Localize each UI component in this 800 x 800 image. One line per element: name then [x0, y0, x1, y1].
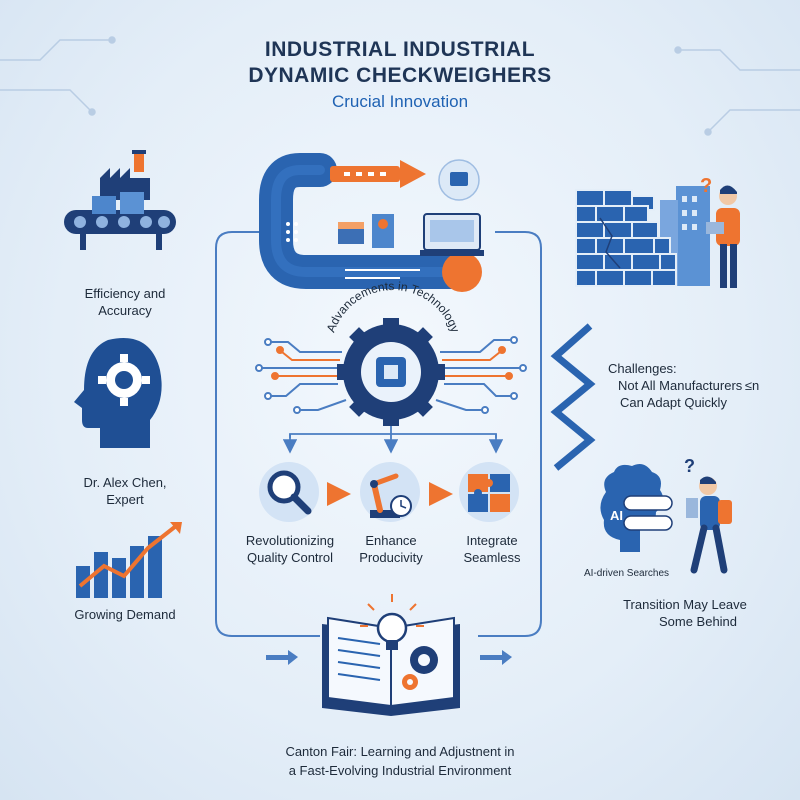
- efficiency-label-line2: Accuracy: [98, 303, 152, 318]
- challenges-line2: Not All Manufacturers ≤n: [618, 378, 760, 393]
- magnifier-icon: [259, 462, 319, 522]
- gear-circuit-icon: [255, 318, 527, 426]
- step-label-integrate-line1: Integrate: [466, 533, 518, 548]
- gear-arc-label: Advancements in Technology: [324, 279, 463, 334]
- expert-label-line1: Dr. Alex Chen,: [83, 475, 167, 490]
- step-label-productivity-line1: Enhance: [365, 533, 417, 548]
- growth-chart-icon: [76, 522, 182, 598]
- branch-arrows: [282, 426, 504, 454]
- step-label-productivity: Enhance Producivity: [336, 532, 446, 566]
- ai-caption: AI-driven Searches: [584, 568, 670, 579]
- walking-person-icon: ?: [684, 456, 732, 574]
- step-label-quality-line1: Revolutionizing: [245, 533, 335, 548]
- bottom-caption-line1: Canton Fair: Learning and Adjustnent in: [285, 744, 515, 759]
- step-label-integrate-line2: Seamless: [463, 550, 521, 565]
- challenges-line1: Challenges:: [608, 361, 677, 376]
- circuit-decoration: [0, 36, 800, 136]
- machine-flow-icon: [259, 153, 484, 292]
- step-label-productivity-line2: Producivity: [359, 550, 423, 565]
- svg-text:?: ?: [700, 175, 712, 197]
- expert-label-line2: Expert: [106, 492, 144, 507]
- ai-brain-icon: AI: [600, 464, 698, 552]
- step-label-quality: Revolutionizing Quality Control: [232, 532, 348, 566]
- head-gear-icon: [74, 338, 162, 448]
- svg-text:?: ?: [684, 456, 695, 476]
- brick-wall-icon: [575, 186, 710, 287]
- expert-label: Dr. Alex Chen, Expert: [50, 474, 200, 508]
- challenges-label: Challenges: Not All Manufacturers ≤n Can…: [608, 360, 759, 411]
- subtitle: Crucial Innovation: [331, 92, 469, 111]
- title-line-1: INDUSTRIAL INDUSTRIAL: [264, 38, 536, 61]
- zigzag-icon: [550, 323, 596, 471]
- ai-badge: AI: [610, 508, 623, 523]
- title-line-2: DYNAMIC CHECKWEIGHERS: [248, 64, 552, 87]
- person-question-icon: ?: [700, 175, 740, 288]
- robot-arm-icon: [360, 462, 420, 522]
- transition-line1: Transition May Leave: [623, 597, 747, 612]
- conveyor-icon: [64, 150, 176, 250]
- svg-text:Advancements in Technology: Advancements in Technology: [324, 279, 463, 334]
- bottom-caption: Canton Fair: Learning and Adjustnent in …: [150, 742, 650, 780]
- transition-line2: Some Behind: [658, 614, 738, 629]
- transition-label: Transition May Leave Some Behind: [600, 596, 770, 630]
- challenges-line3: Can Adapt Quickly: [620, 395, 727, 410]
- bottom-caption-line2: a Fast-Evolving Industrial Environment: [288, 763, 512, 778]
- demand-label: Growing Demand: [74, 607, 176, 622]
- efficiency-label: Efficiency and Accuracy: [50, 285, 200, 319]
- step-label-quality-line2: Quality Control: [247, 550, 333, 565]
- step-label-integrate: Integrate Seamless: [440, 532, 544, 566]
- efficiency-label-line1: Efficiency and: [84, 286, 166, 301]
- puzzle-icon: [459, 462, 519, 522]
- book-lightbulb-icon: [322, 594, 460, 716]
- book-side-arrows: [266, 650, 512, 665]
